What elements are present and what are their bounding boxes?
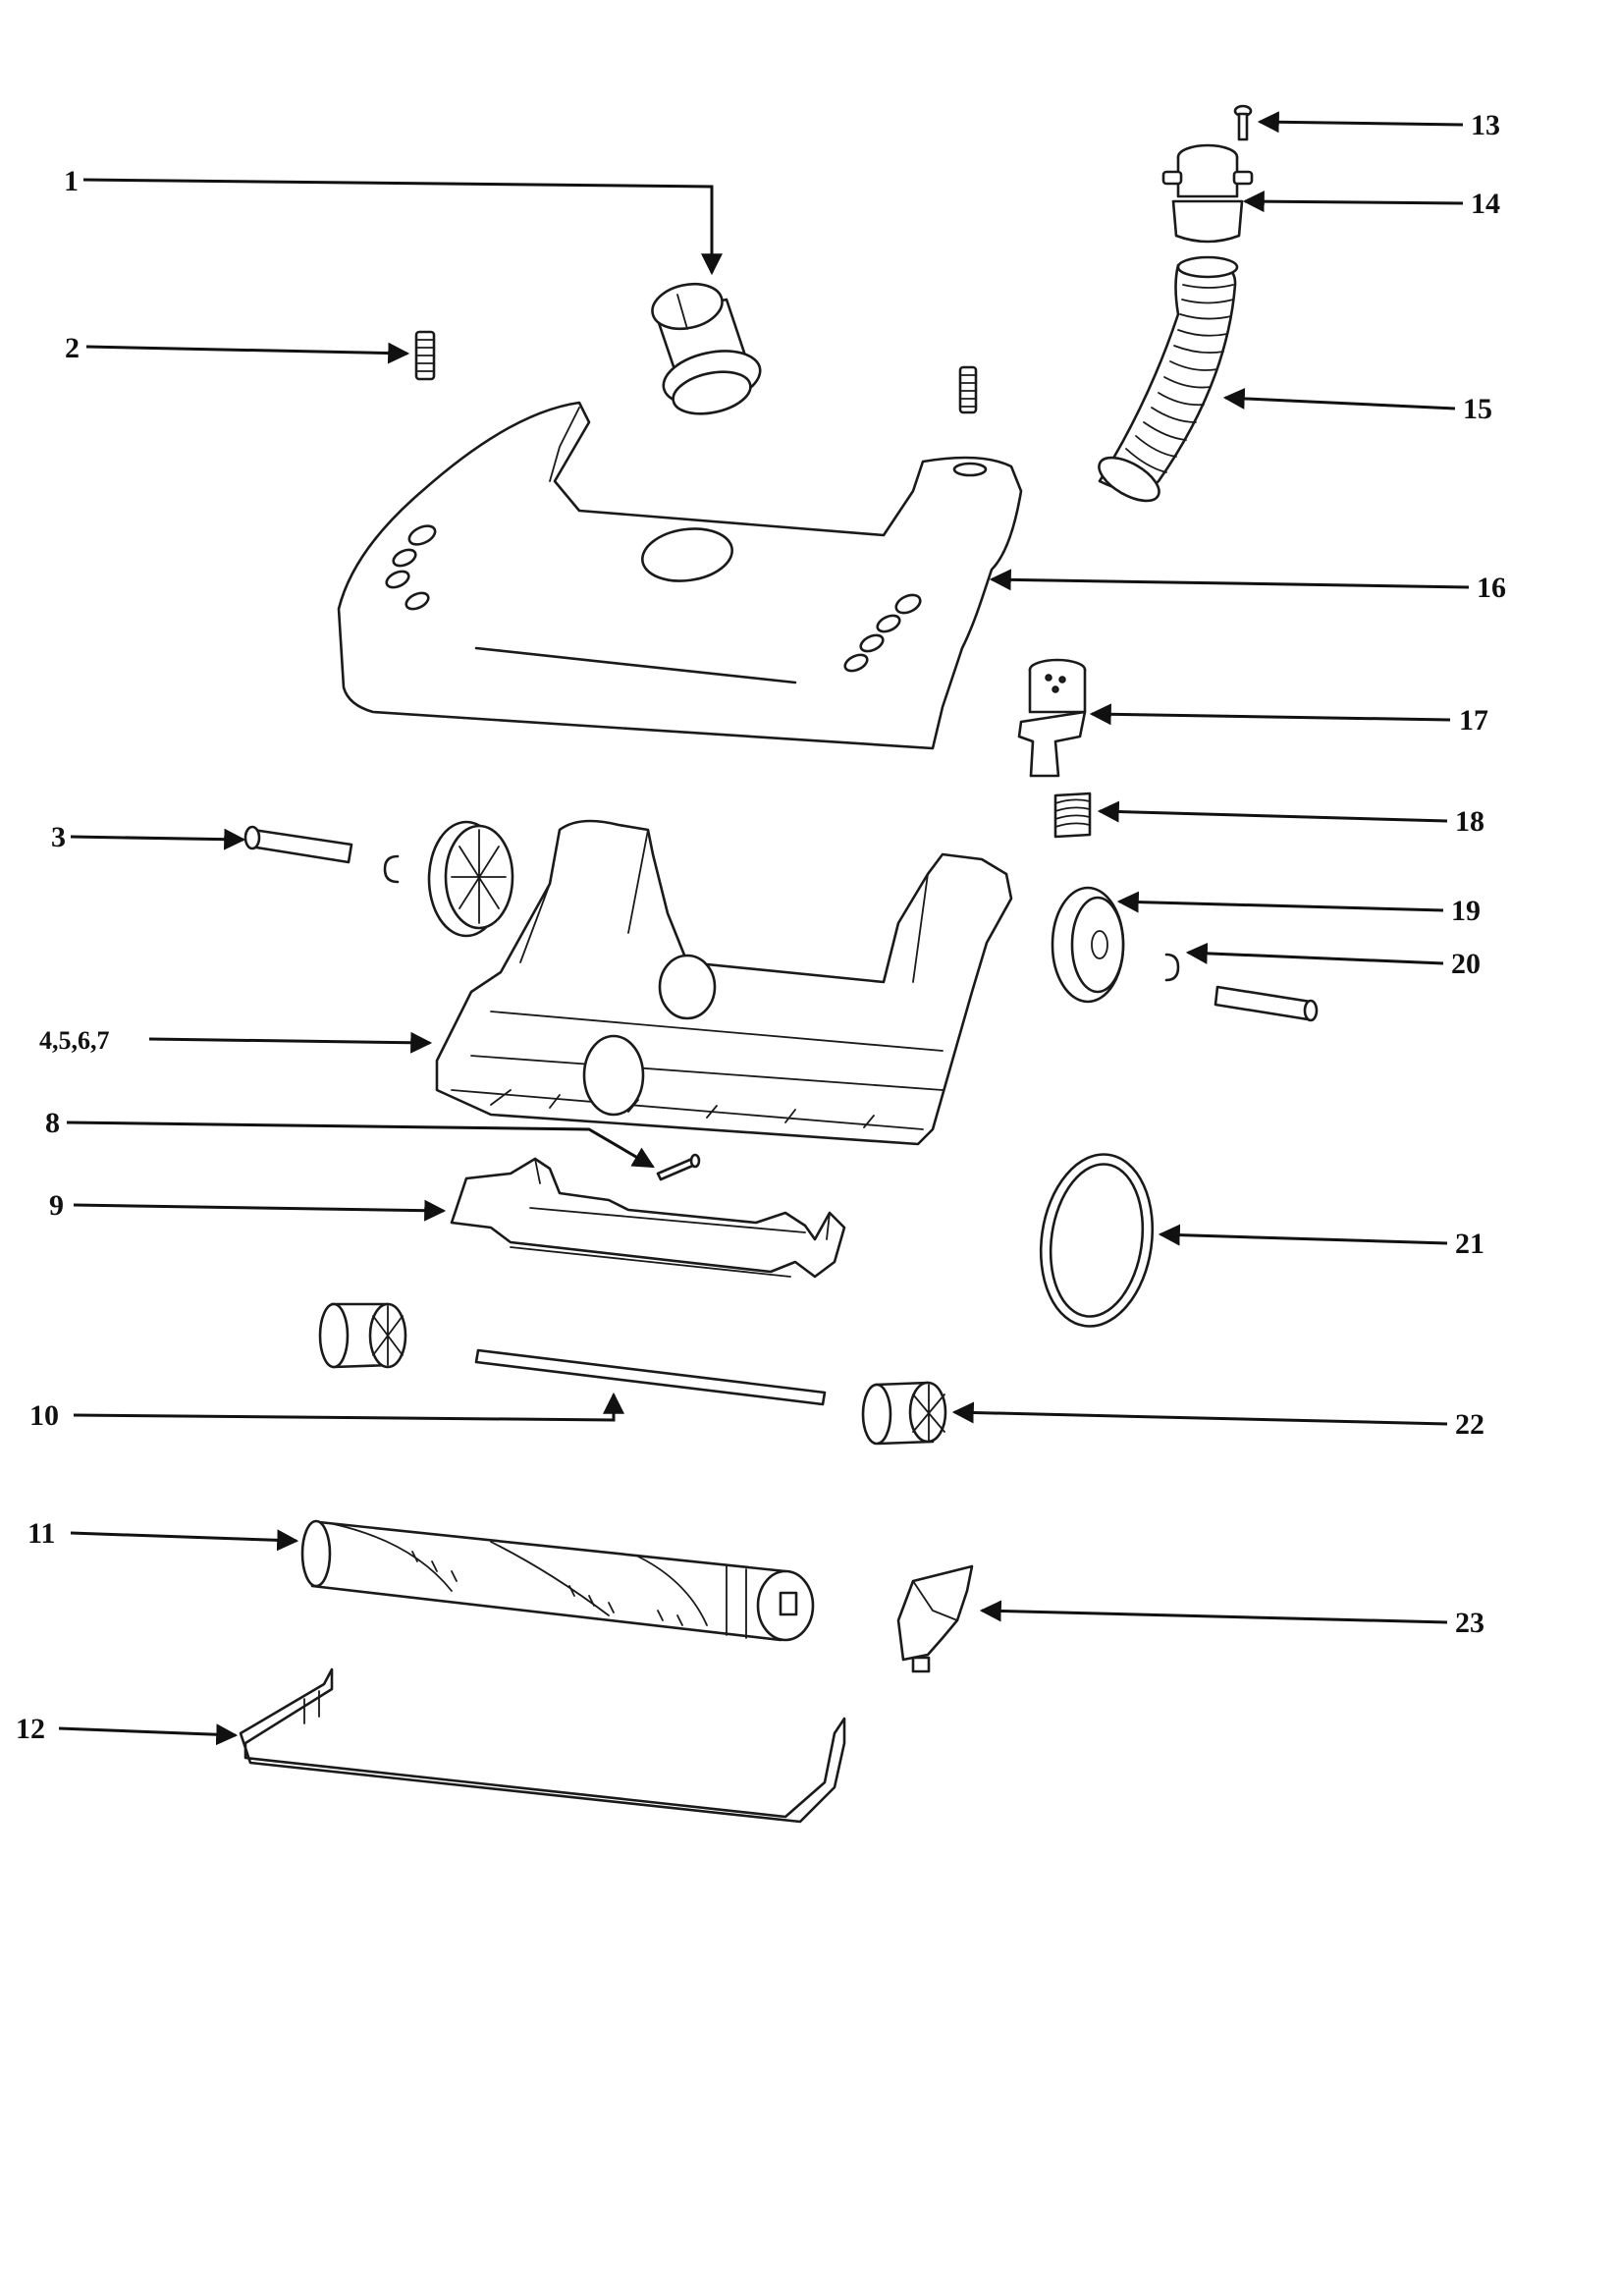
rod-icon	[474, 1348, 827, 1406]
callout-2: 2	[65, 332, 80, 364]
callout-20: 20	[1451, 948, 1481, 980]
callout-14: 14	[1471, 188, 1500, 220]
brush-roll-icon	[300, 1519, 815, 1642]
hood-cover-icon	[337, 401, 1023, 750]
callout-11: 11	[27, 1517, 55, 1550]
pedal-latch-icon	[1017, 658, 1087, 778]
callout-15: 15	[1463, 393, 1492, 425]
bottom-plate-icon	[450, 1157, 846, 1279]
hose-cuff-icon	[1161, 143, 1254, 244]
flexible-hose-icon	[1098, 255, 1239, 503]
callout-10: 10	[29, 1399, 59, 1432]
screw-icon	[1233, 104, 1253, 141]
callout-23: 23	[1455, 1607, 1484, 1639]
pin-icon	[656, 1153, 701, 1181]
callout-18: 18	[1455, 805, 1484, 838]
callout-4-5-6-7: 4,5,6,7	[39, 1026, 110, 1055]
wheel-icon	[1051, 886, 1125, 1004]
axle-icon	[243, 825, 353, 864]
spring-icon	[1053, 792, 1092, 839]
callout-17: 17	[1459, 704, 1488, 737]
callout-leaders	[58, 111, 1470, 1746]
callout-3: 3	[51, 821, 66, 853]
base-chassis-icon	[435, 819, 1013, 1146]
callout-1: 1	[64, 165, 79, 197]
hose-connector-icon	[651, 282, 762, 415]
spring-icon	[414, 330, 436, 381]
callout-12: 12	[16, 1713, 45, 1745]
end-cap-icon	[861, 1381, 947, 1446]
bumper-icon	[239, 1667, 846, 1824]
callout-13: 13	[1471, 109, 1500, 141]
callout-9: 9	[49, 1189, 64, 1222]
callout-22: 22	[1455, 1408, 1484, 1441]
axle-icon	[1214, 985, 1319, 1022]
wheel-icon	[427, 820, 514, 938]
callout-21: 21	[1455, 1228, 1484, 1260]
clip-icon	[1164, 953, 1180, 982]
spring-icon	[958, 365, 978, 414]
clip-icon	[383, 854, 400, 884]
end-cap-icon	[318, 1302, 407, 1369]
belt-icon	[1039, 1153, 1155, 1328]
callout-19: 19	[1451, 895, 1481, 927]
bracket-icon	[896, 1564, 974, 1673]
callout-16: 16	[1477, 572, 1506, 604]
callout-labels: 1 2 3 4,5,6,7 8 9 10 11 12 13 14 15 16 1…	[16, 109, 1506, 1745]
callout-8: 8	[45, 1107, 60, 1139]
